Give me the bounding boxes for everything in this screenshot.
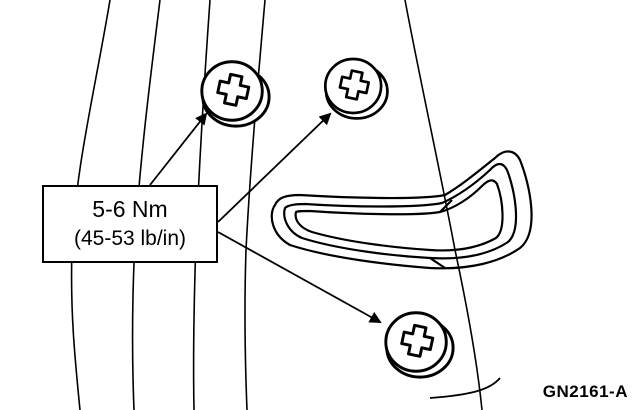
figure-id-label: GN2161-A: [542, 382, 628, 401]
torque-callout-box: 5-6 Nm (45-53 lb/in): [42, 185, 218, 263]
torque-imperial-label: (45-53 lb/in): [73, 227, 187, 250]
lower-screw-icon: [384, 311, 455, 379]
torque-metric-label: 5-6 Nm: [92, 196, 168, 222]
upper-right-screw-icon: [323, 57, 389, 120]
base-curve-line: [429, 377, 501, 399]
leader-arrows: [149, 112, 382, 323]
retaining-clip: [270, 150, 533, 270]
contour-line-4: [244, 0, 266, 410]
arrow-to-upper-right-screw: [217, 112, 332, 223]
arrow-to-upper-left-screw: [149, 112, 208, 186]
arrow-to-lower-screw: [217, 231, 382, 323]
contour-line-5: [404, 0, 483, 410]
